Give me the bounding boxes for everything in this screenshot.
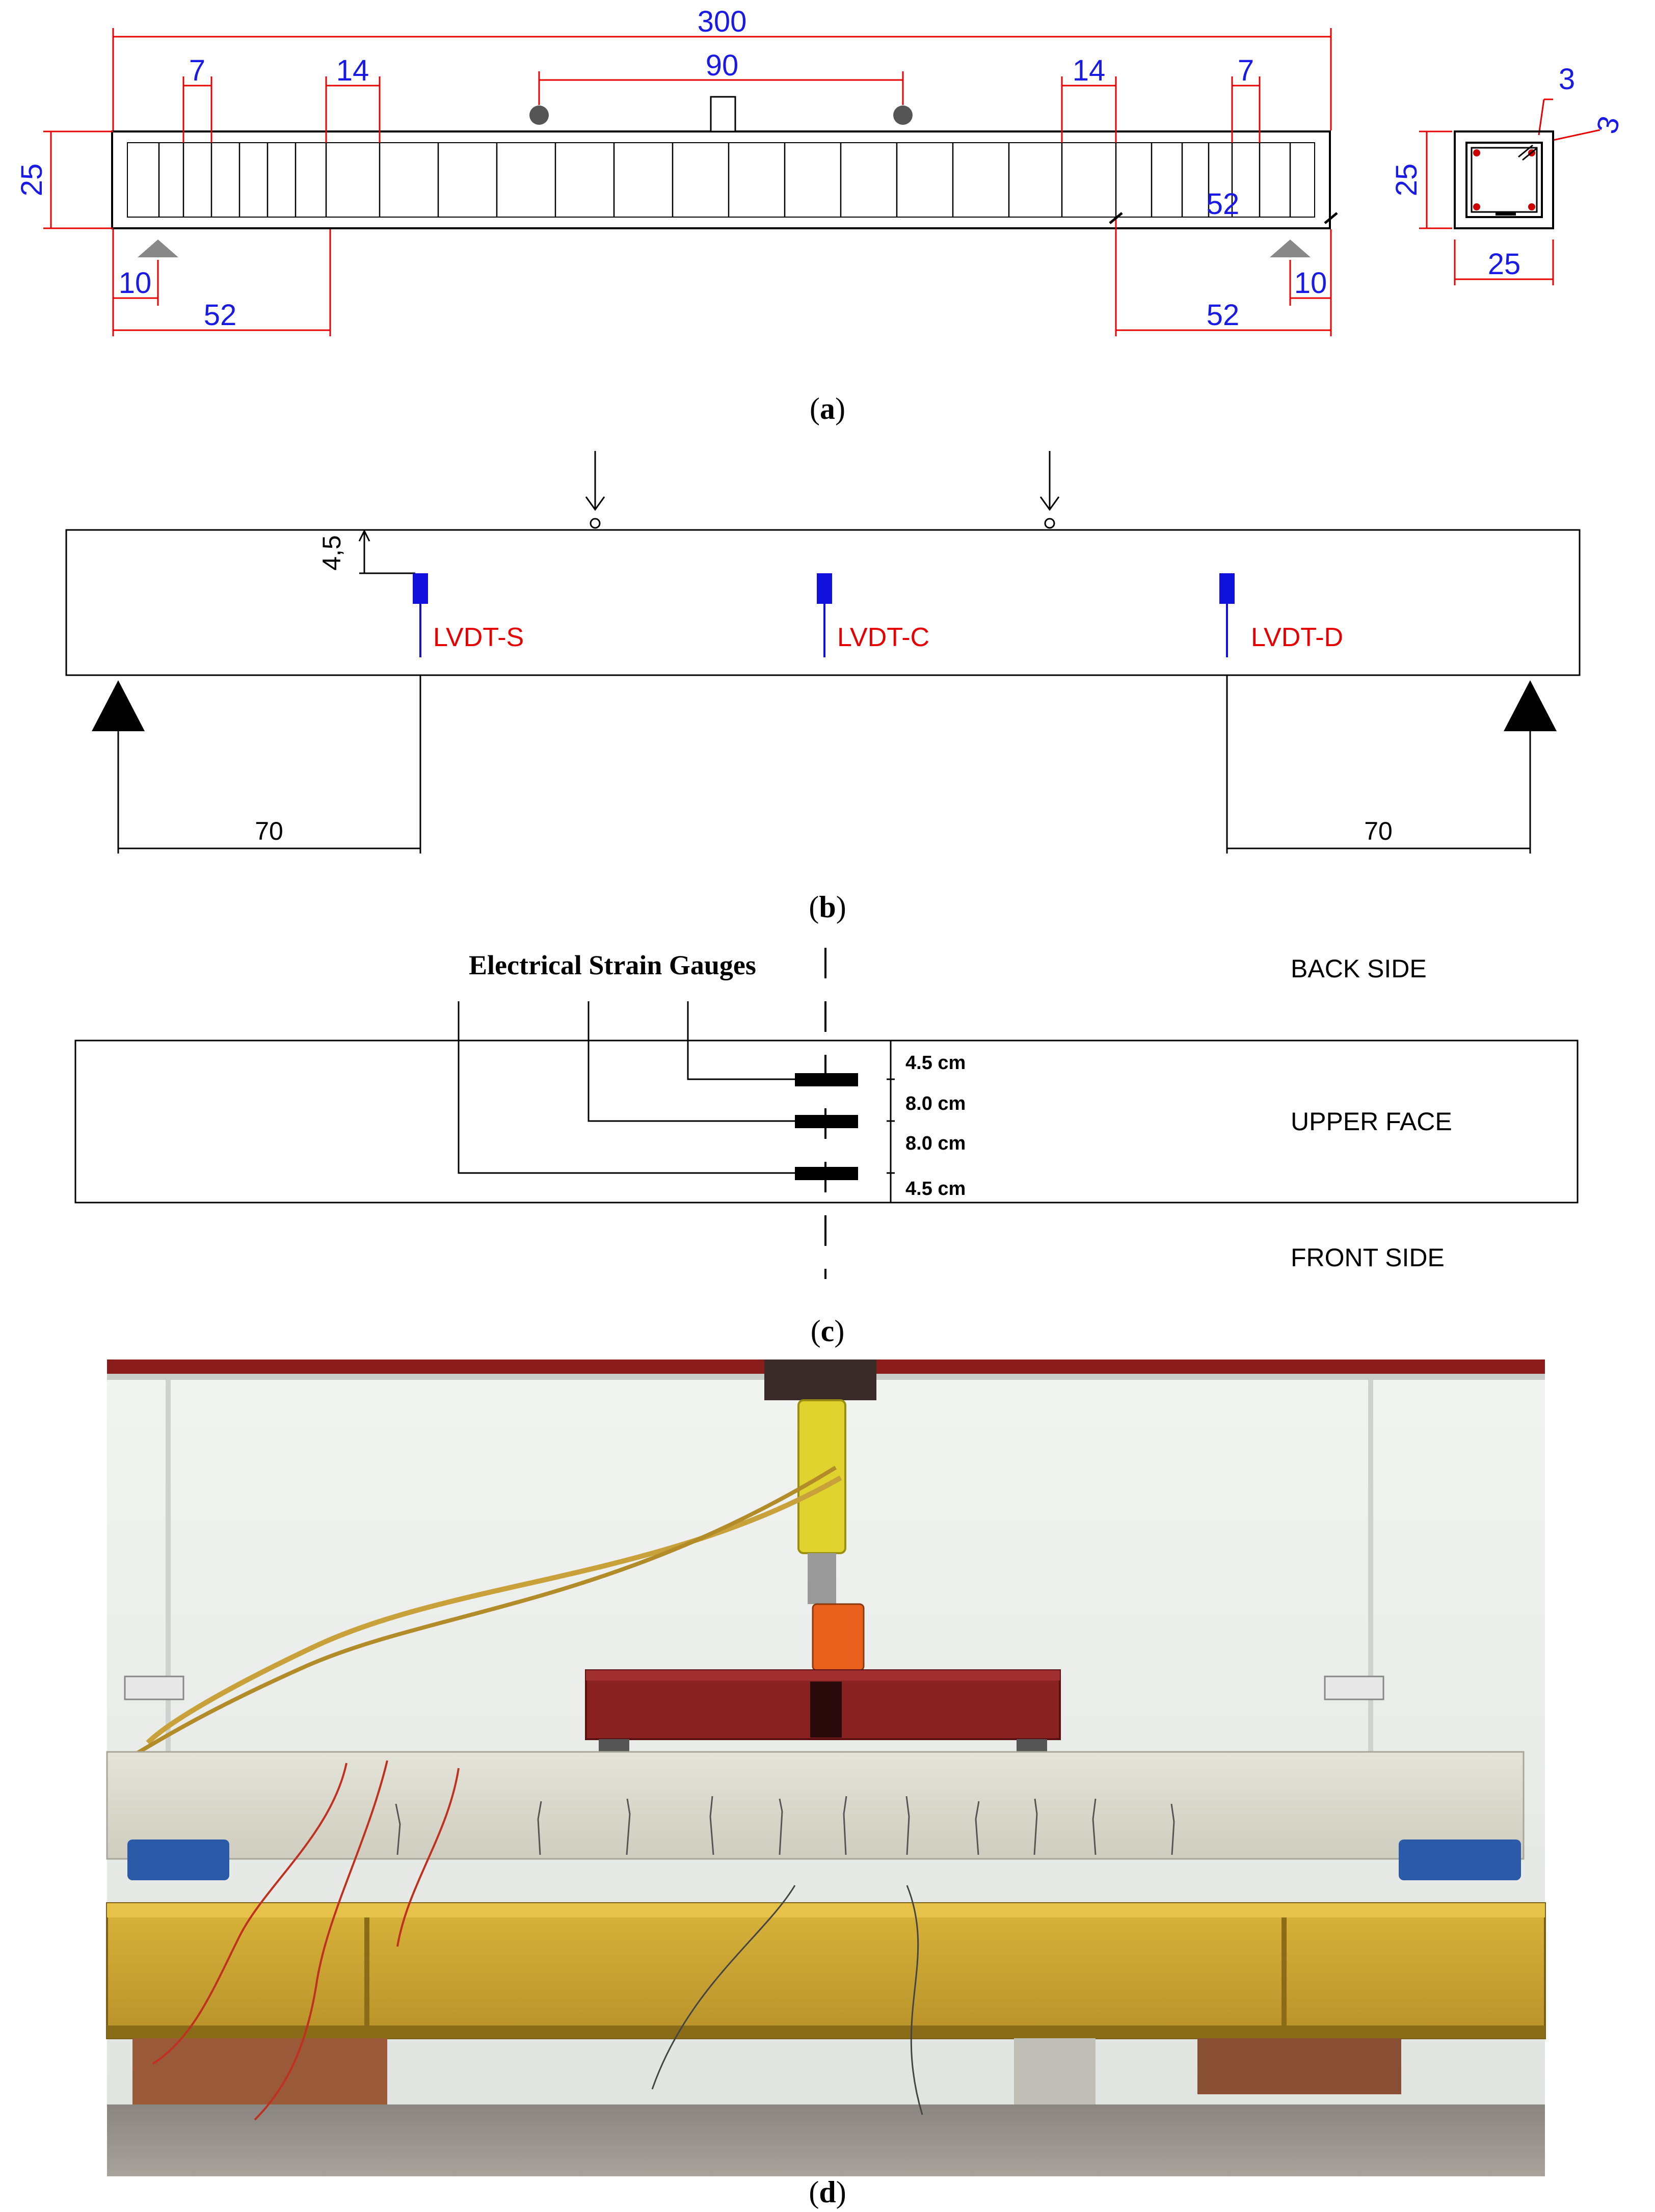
- load-point-b-right: [1044, 518, 1055, 529]
- spacing-3: 8.0 cm: [905, 1133, 966, 1154]
- beam-elevation: [111, 130, 1331, 229]
- support-left: [138, 239, 178, 257]
- load-point-b-left: [590, 518, 601, 529]
- wires: [152, 1760, 460, 2121]
- distance-dims: [117, 675, 1531, 854]
- dim-support-right-10: 10: [1294, 266, 1327, 300]
- cross-section: [1454, 130, 1554, 229]
- lvdt-s-label: LVDT-S: [433, 623, 524, 652]
- dist-left: 70: [255, 817, 283, 845]
- caption-d: (d): [809, 2175, 846, 2209]
- load-cell: [812, 1603, 865, 1671]
- panel-b-lvdt-layout: 4,5 LVDT-S LVDT-C LVDT-D 7: [65, 451, 1581, 924]
- support-right: [1270, 239, 1311, 257]
- dim-cover-a: 3: [1559, 63, 1575, 96]
- load-cell-plate: [710, 96, 736, 132]
- offset-dim: [358, 529, 415, 574]
- photo-support-left: [127, 1840, 229, 1880]
- upper-face-label: UPPER FACE: [1291, 1107, 1452, 1136]
- load-arrows: [585, 451, 1060, 511]
- upper-face-outline: [74, 1040, 1579, 1204]
- dimension-lines: [43, 28, 1600, 336]
- lvdt-c-label: LVDT-C: [837, 623, 929, 652]
- strain-gauges-title: Electrical Strain Gauges: [469, 950, 756, 980]
- dim-support-left-10: 10: [119, 266, 152, 300]
- dim-load-span: 90: [706, 49, 739, 82]
- dim-section-width: 25: [1488, 248, 1521, 281]
- support-b-right: [1504, 680, 1557, 731]
- floor: [107, 2104, 1545, 2176]
- caption-a: (a): [810, 392, 845, 425]
- dim-zone-left-52: 52: [204, 299, 237, 332]
- spacing-ticks: [887, 1041, 895, 1203]
- dim-stirrup-right-7: 7: [1238, 54, 1254, 87]
- dim-ticks: [1109, 212, 1338, 224]
- gauge-leaders: [458, 1001, 795, 1174]
- lvdt-s: LVDT-S: [413, 573, 524, 657]
- concrete-beam: [106, 1751, 1525, 1860]
- dim-overall-length: 300: [698, 5, 747, 38]
- beam-outline-b: [65, 529, 1581, 676]
- panel-d-photo: (d): [106, 1360, 1546, 2209]
- offset-label: 4,5: [317, 535, 346, 571]
- wall-socket-right: [1324, 1675, 1384, 1700]
- stirrups: [158, 143, 1291, 217]
- dim-stirrup-left-7: 7: [189, 54, 205, 87]
- test-frame: [106, 1902, 1546, 2039]
- caption-b: (b): [809, 890, 846, 924]
- spacing-2: 8.0 cm: [905, 1093, 966, 1114]
- beam-inner-line: [127, 142, 1315, 218]
- caption-c: (c): [811, 1314, 845, 1348]
- strain-gauge-3: [795, 1167, 858, 1180]
- lvdt-d-label: LVDT-D: [1251, 623, 1343, 652]
- lvdt-c: LVDT-C: [817, 573, 929, 657]
- front-side-label: FRONT SIDE: [1291, 1243, 1445, 1272]
- load-point-left: [529, 105, 549, 125]
- photo-support-right: [1399, 1840, 1521, 1880]
- dim-section-height: 25: [1390, 164, 1423, 197]
- spacing-1: 4.5 cm: [905, 1052, 966, 1074]
- jack-mount: [764, 1360, 876, 1400]
- dim-stirrup-left-14: 14: [336, 54, 369, 87]
- panel-a-beam-drawing: 300 90 7 14 14 7 25 10 52 52 52 10 25 25…: [15, 5, 1626, 425]
- strain-gauge-2: [795, 1115, 858, 1128]
- back-side-label: BACK SIDE: [1291, 954, 1427, 983]
- dim-cover-b: 3: [1590, 113, 1626, 137]
- dim-zone-right-52-top: 52: [1207, 188, 1240, 221]
- strain-gauge-1: [795, 1073, 858, 1086]
- support-b-left: [92, 680, 145, 731]
- dim-zone-right-52: 52: [1207, 299, 1240, 332]
- load-point-right: [893, 105, 913, 125]
- dim-stirrup-right-14: 14: [1073, 54, 1106, 87]
- wall-socket-left: [124, 1675, 184, 1700]
- lvdt-d: LVDT-D: [1219, 573, 1343, 657]
- panel-c-strain-gauges: Electrical Strain Gauges BACK SIDE UPPER…: [74, 948, 1579, 1348]
- cracks: [395, 1796, 1175, 1855]
- dim-height: 25: [15, 164, 48, 197]
- dist-right: 70: [1364, 817, 1393, 845]
- spacing-4: 4.5 cm: [905, 1178, 966, 1200]
